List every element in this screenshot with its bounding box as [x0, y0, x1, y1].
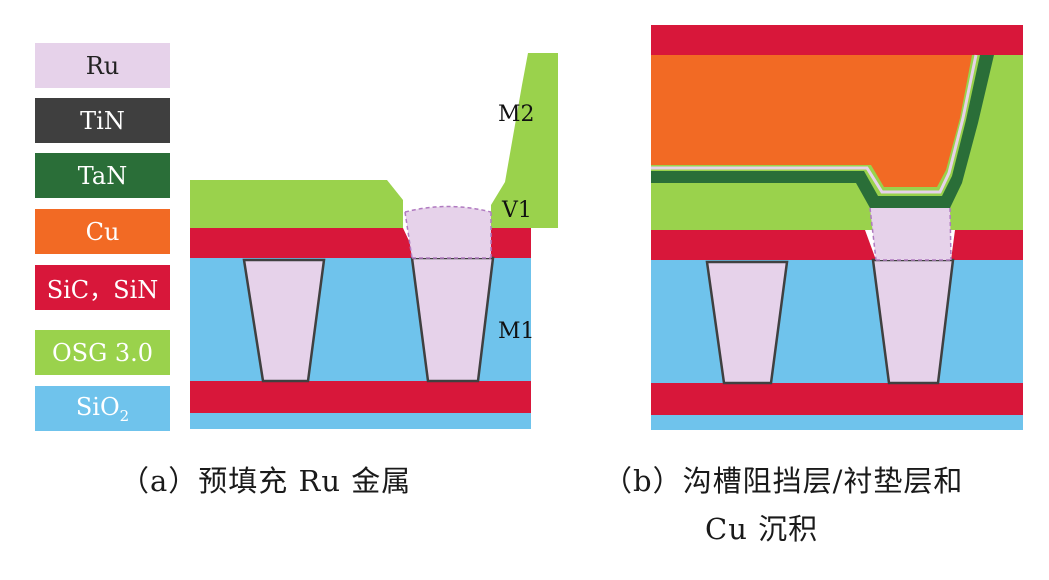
caption-panel-b-line2: Cu 沉积: [705, 512, 819, 546]
panel-a-osg-m2: [491, 53, 558, 228]
legend-cu: Cu: [35, 209, 170, 254]
legend-tin: TiN: [35, 98, 170, 143]
legend-tan-label: TaN: [77, 161, 128, 190]
panel-b-cross-section: [651, 25, 1023, 430]
panel-a-label-v1: V1: [501, 198, 532, 223]
panel-b-tan-liner: [651, 55, 994, 208]
panel-b-ru-via-fill: [870, 208, 951, 260]
panel-b-sio2-bottom-strip: [651, 415, 1023, 430]
panel-a-sio2-bottom-strip: [190, 413, 531, 429]
panel-b-sic-cap: [651, 230, 1023, 260]
legend-tin-label: TiN: [80, 106, 125, 135]
legend-osg-label: OSG 3.0: [51, 338, 154, 367]
panel-a-sic-bottom: [190, 381, 531, 413]
legend-ru: Ru: [35, 43, 170, 88]
panel-a-osg-layer: [190, 180, 403, 228]
legend-sic-sin: SiC，SiN: [35, 265, 170, 310]
panel-a-ru-m1-left: [242, 258, 326, 383]
panel-b-sio2-m1: [651, 260, 1023, 383]
legend-cu-label: Cu: [85, 217, 120, 246]
panel-b-via-outline: [869, 207, 952, 261]
panel-a-label-m2: M2: [498, 102, 535, 127]
caption-panel-b-line1: （b）沟槽阻挡层/衬垫层和: [603, 464, 964, 498]
panel-b-cu-fill: [651, 55, 972, 187]
panel-b-sic-top: [651, 25, 1023, 55]
legend-sic-sin-label: SiC，SiN: [46, 276, 159, 304]
legend-sio2-label: SiO2: [76, 393, 129, 425]
panel-a-ru-via-fill: [405, 206, 491, 258]
panel-b-ru-m1-left: [705, 260, 789, 385]
legend-sio2-base: SiO: [75, 392, 120, 421]
panel-a-label-m1: M1: [498, 319, 535, 344]
legend-sio2-subscript: 2: [119, 406, 130, 425]
panel-b-sic-bottom: [651, 383, 1023, 415]
legend-sio2: SiO2: [35, 386, 170, 431]
caption-panel-a: （a）预填充 Ru 金属: [120, 464, 412, 498]
panel-a-sic-cap: [190, 228, 531, 258]
legend-osg: OSG 3.0: [35, 330, 170, 375]
legend-ru-label: Ru: [85, 51, 120, 80]
panel-a-via-outline: [404, 205, 492, 259]
panel-b-tin-line: [651, 54, 978, 194]
legend-tan: TaN: [35, 153, 170, 198]
panel-a-cross-section: M2 V1 M1: [190, 53, 558, 429]
